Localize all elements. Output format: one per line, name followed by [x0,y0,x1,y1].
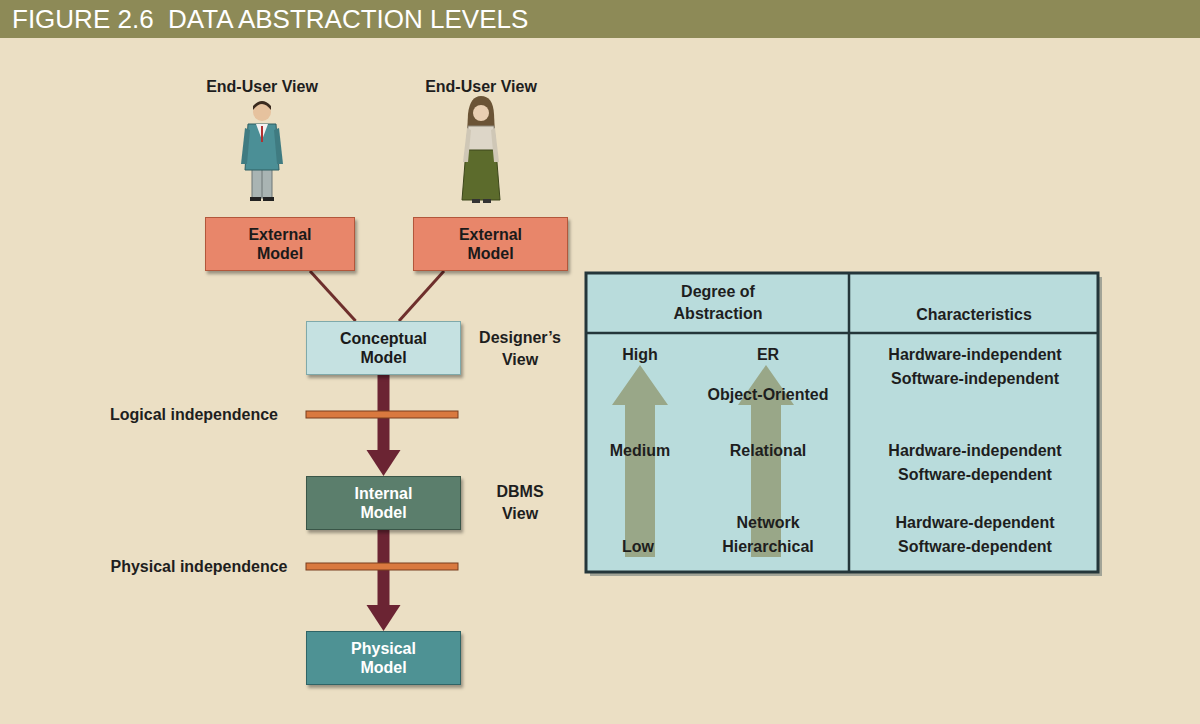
independence-label: Physical independence [111,556,288,578]
view-label: End-User View [425,76,537,98]
independence-bar [306,563,458,570]
table-divider [586,332,1098,335]
flow-arrow [367,375,401,476]
independence-bar [306,411,458,418]
flow-arrow [367,530,401,631]
internal-model-box: Internal Model [306,476,461,530]
box-label: External Model [441,225,541,263]
figure-title: FIGURE 2.6 DATA ABSTRACTION LEVELS [12,4,528,34]
table-cell: Object-Oriented [708,384,829,406]
box-label: Internal Model [334,484,434,522]
view-connector [310,271,356,321]
table-cell: Relational [730,440,806,462]
table-cell: Hardware-independent [888,440,1061,462]
box-label: Conceptual Model [334,329,434,367]
table-cell: Hardware-dependent [895,512,1054,534]
title-band [0,0,1200,38]
connector-line [310,271,356,321]
external-model-box: External Model [413,217,568,271]
table-divider [848,273,851,572]
table-cell: Software-independent [891,368,1059,390]
table-frame [586,273,1098,572]
physical-model-box: Physical Model [306,631,461,685]
table-header: Characteristics [916,304,1032,326]
view-label: DBMS View [489,481,551,525]
table-cell: ER [757,344,779,366]
table-cell: Hardware-independent [888,344,1061,366]
box-label: Physical Model [334,639,434,677]
table-cell: Software-dependent [898,536,1052,558]
table-cell: Low [622,536,654,558]
table-cell: Hierarchical [722,536,814,558]
connector-line [399,271,444,321]
man-figure [241,101,283,201]
view-label: Designer’s View [470,327,570,371]
arrow-head [367,605,401,631]
arrow-head [367,450,401,476]
independence-label: Logical independence [110,404,278,426]
box-label: External Model [230,225,330,263]
abstraction-table [586,273,1102,576]
table-cell: Network [736,512,799,534]
table-cell: High [622,344,658,366]
table-cell: Software-dependent [898,464,1052,486]
view-label: End-User View [206,76,318,98]
view-connector [399,271,444,321]
table-cell: Medium [610,440,670,462]
table-header: Degree of Abstraction [648,281,788,325]
woman-figure [462,96,500,203]
external-model-box: External Model [205,217,355,271]
conceptual-model-box: Conceptual Model [306,321,461,375]
abstraction-arrow [612,365,668,557]
